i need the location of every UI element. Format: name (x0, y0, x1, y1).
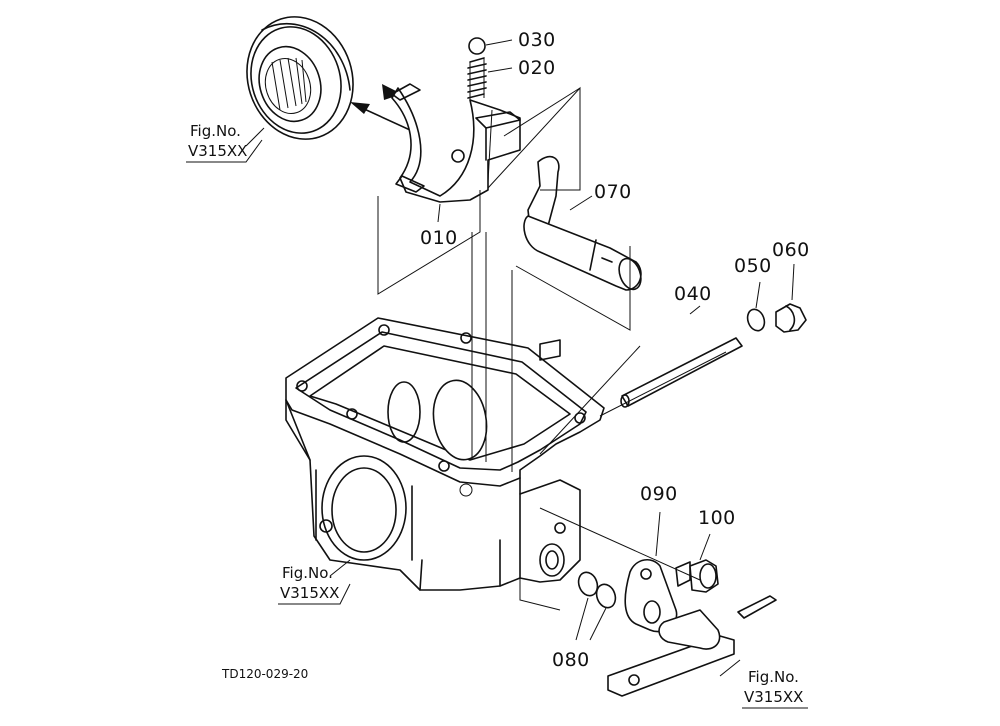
label-part-100: 100 (698, 507, 736, 529)
bolt-100-drawing (675, 559, 719, 593)
figref-bottom-right-line2: V315XX (744, 688, 803, 706)
label-part-080: 080 (552, 649, 590, 671)
figref-bottom-right: Fig.No. V315XX (742, 668, 808, 709)
label-part-070: 070 (594, 181, 632, 203)
o-ring-050-drawing (746, 308, 766, 332)
label-part-020: 020 (518, 57, 556, 79)
bearing-drawing (246, 16, 354, 140)
figref-top-left: Fig.No. V315XX (186, 122, 263, 163)
figref-mid-left-line2: V315XX (280, 584, 339, 602)
figref-bottom-right-line1: Fig.No. (748, 668, 799, 686)
plug-060-drawing (775, 303, 807, 333)
label-part-090: 090 (640, 483, 678, 505)
figref-mid-left: Fig.No. V315XX (278, 564, 351, 605)
figref-top-left-line1: Fig.No. (190, 122, 241, 140)
label-part-010: 010 (420, 227, 458, 249)
spring-drawing (467, 57, 487, 100)
drawing-code: TD120-029-20 (221, 667, 308, 681)
arrow-to-bearing (350, 84, 411, 131)
ball-drawing (468, 37, 486, 55)
label-part-050: 050 (734, 255, 772, 277)
o-rings-080-drawing (577, 571, 617, 609)
label-part-040: 040 (674, 283, 712, 305)
shift-fork-drawing (391, 83, 521, 203)
label-leaders (245, 39, 795, 677)
shift-arm-drawing (523, 155, 642, 291)
housing-drawing (285, 317, 605, 591)
figref-top-left-line2: V315XX (188, 142, 247, 160)
figref-mid-left-line1: Fig.No. (282, 564, 333, 582)
label-part-030: 030 (518, 29, 556, 51)
reference-lines (377, 86, 727, 611)
lever-drawing (607, 595, 777, 697)
label-part-060: 060 (772, 239, 810, 261)
